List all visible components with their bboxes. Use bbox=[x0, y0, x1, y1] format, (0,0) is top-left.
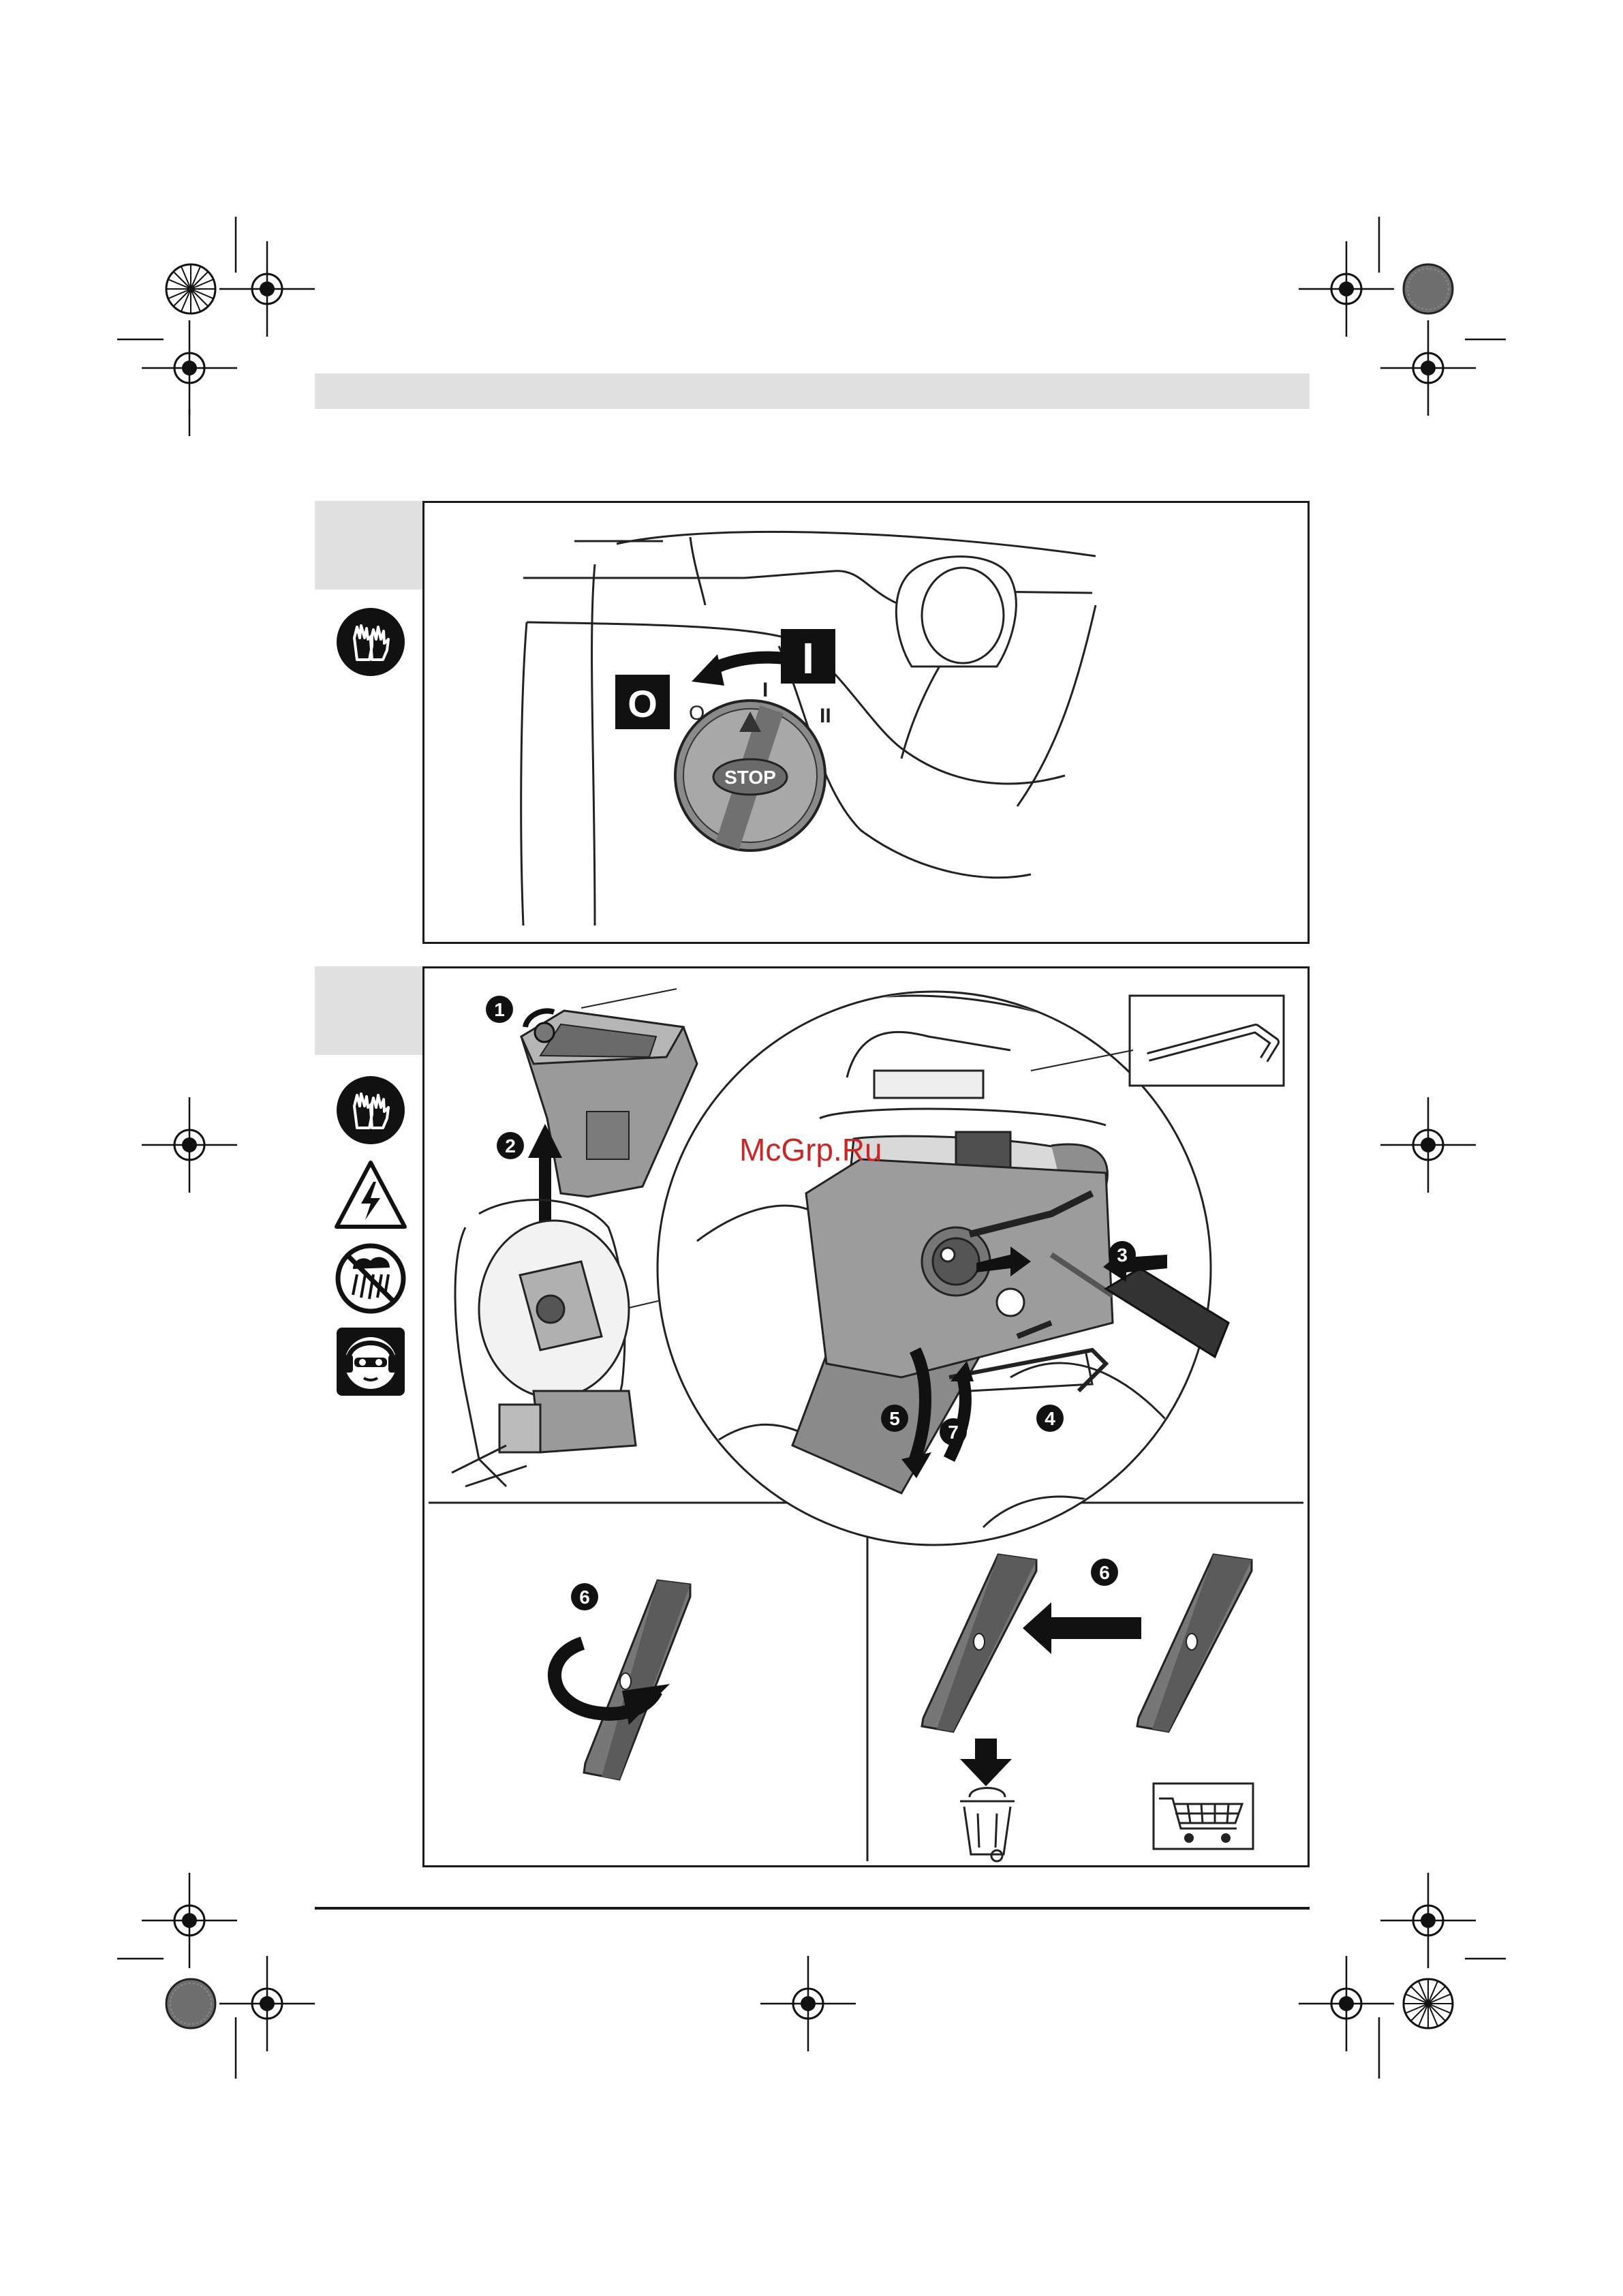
figure-a-tab bbox=[315, 501, 424, 590]
trash-bin-icon bbox=[960, 1788, 1015, 1862]
replace-arrow bbox=[1023, 1602, 1141, 1654]
figure-b-illustration: 1 2 bbox=[424, 968, 1308, 1865]
allen-key-inset bbox=[1130, 996, 1284, 1086]
top-knob bbox=[896, 557, 1016, 667]
step-7-marker: 7 bbox=[940, 1418, 967, 1445]
step-3-marker: 3 bbox=[1109, 1241, 1136, 1268]
eye-ear-protection-icon-wrap bbox=[334, 1325, 407, 1398]
step-4-marker: 4 bbox=[1036, 1405, 1064, 1432]
svg-text:6: 6 bbox=[1099, 1562, 1110, 1583]
replace-blade-diagram: 6 bbox=[922, 1555, 1253, 1861]
reg-disc-top-right bbox=[1404, 264, 1453, 313]
step-1-marker: 1 bbox=[486, 996, 513, 1023]
reg-star-top-left bbox=[166, 264, 215, 313]
dial-stop-label: STOP bbox=[724, 767, 776, 788]
svg-text:5: 5 bbox=[889, 1408, 900, 1429]
dial-position-one: I bbox=[762, 679, 768, 701]
reg-cross-top-left-2 bbox=[142, 320, 237, 416]
figure-b-tab bbox=[315, 966, 424, 1055]
step-6-marker-left: 6 bbox=[571, 1583, 598, 1610]
shredder-body bbox=[452, 1200, 636, 1486]
figure-b-gloves-icon-wrap bbox=[334, 1073, 407, 1147]
reg-cross-bottom-left-2 bbox=[219, 1956, 315, 2051]
reg-star-bottom-right bbox=[1404, 1979, 1453, 2028]
figure-a-panel: STOP O I II I O bbox=[422, 501, 1310, 944]
svg-text:4: 4 bbox=[1045, 1408, 1055, 1429]
svg-text:6: 6 bbox=[579, 1587, 590, 1608]
switch-off-symbol-box: O bbox=[615, 675, 670, 729]
step-6-marker-right: 6 bbox=[1091, 1559, 1118, 1586]
electric-hazard-icon bbox=[334, 1159, 407, 1232]
figure-a-illustration: STOP O I II I O bbox=[424, 503, 1308, 942]
no-rain-icon bbox=[334, 1242, 407, 1315]
reg-cross-mid-left bbox=[142, 1097, 237, 1193]
reg-cross-mid-right bbox=[1380, 1097, 1476, 1193]
no-rain-icon-wrap bbox=[334, 1242, 407, 1315]
dial-position-two: II bbox=[820, 705, 831, 727]
eye-ear-protection-icon bbox=[334, 1325, 407, 1398]
reg-cross-bottom-center bbox=[760, 1956, 856, 2051]
switch-on-symbol: I bbox=[802, 634, 814, 683]
watermark: McGrp.Ru bbox=[739, 1132, 882, 1167]
svg-text:7: 7 bbox=[948, 1422, 959, 1443]
figure-a-gloves-icon-wrap bbox=[334, 605, 407, 679]
figure-b-panel: 1 2 bbox=[422, 966, 1310, 1867]
svg-text:2: 2 bbox=[505, 1135, 516, 1157]
svg-text:1: 1 bbox=[494, 999, 505, 1020]
gloves-icon bbox=[334, 1073, 407, 1147]
shopping-cart-icon bbox=[1154, 1784, 1253, 1849]
gloves-icon bbox=[334, 605, 407, 679]
header-band bbox=[315, 373, 1310, 409]
reg-cross-bottom-right bbox=[1380, 1873, 1476, 1968]
reg-cross-top-left bbox=[219, 241, 315, 337]
flip-blade-diagram: 6 bbox=[555, 1580, 690, 1779]
switch-on-symbol-box: I bbox=[781, 629, 835, 684]
reg-cross-top-right-2 bbox=[1380, 320, 1476, 416]
footer-rule bbox=[315, 1907, 1310, 1910]
electric-hazard-icon-wrap bbox=[334, 1159, 407, 1232]
step-2-marker: 2 bbox=[497, 1132, 524, 1159]
reg-cross-bottom-left bbox=[142, 1873, 237, 1968]
svg-text:3: 3 bbox=[1117, 1244, 1128, 1266]
reg-disc-bottom-left bbox=[166, 1979, 215, 2028]
switch-off-symbol: O bbox=[628, 682, 658, 725]
dial-position-off: O bbox=[689, 702, 705, 724]
step-5-marker: 5 bbox=[881, 1405, 908, 1432]
dispose-arrow bbox=[960, 1739, 1012, 1786]
